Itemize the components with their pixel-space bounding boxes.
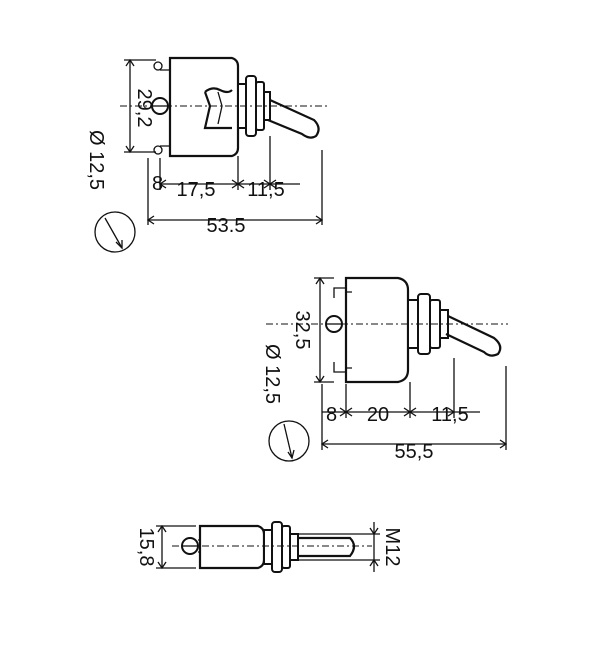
- switch-b: 32,5 Ø 12,5 8 20 11,5 55,5: [261, 276, 508, 463]
- switch-a-bushing-len: 11,5: [247, 179, 284, 201]
- switch-a-offset: 8: [152, 173, 163, 195]
- switch-a-body-len: 17,5: [177, 179, 216, 201]
- switch-c-thread: M12: [381, 528, 403, 567]
- switch-a-height: 29,2: [133, 89, 155, 128]
- switch-b-offset: 8: [326, 404, 337, 426]
- switch-b-body-len: 20: [367, 404, 389, 426]
- switch-c-height: 15,8: [135, 528, 157, 567]
- switch-b-hole: Ø 12,5: [261, 344, 283, 404]
- switch-a: 29,2 Ø 12,5 8 17,5 11,5 53.5: [85, 56, 330, 253]
- switch-a-hole: Ø 12,5: [85, 130, 107, 190]
- switch-b-height: 32,5: [291, 311, 313, 350]
- switch-b-bushing-len: 11,5: [431, 404, 468, 426]
- switch-c: 15,8 M12: [135, 521, 403, 573]
- switch-b-total: 55,5: [395, 441, 434, 463]
- switch-a-total: 53.5: [207, 215, 246, 237]
